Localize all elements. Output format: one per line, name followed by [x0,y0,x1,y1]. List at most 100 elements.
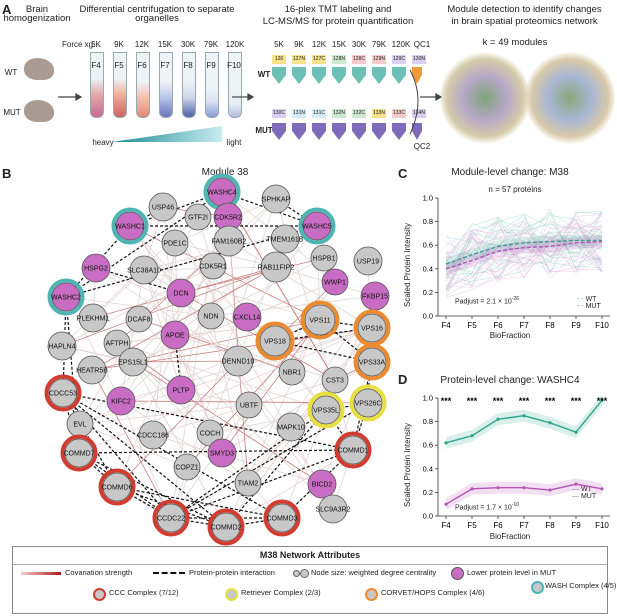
ppi-edge [116,486,227,528]
x-tick-label: F10 [595,321,609,330]
network-node: EPS15L1 [118,347,148,377]
node-circle [173,453,201,481]
complex-ring [307,391,345,429]
node-label: CXCL14 [234,315,261,322]
wt-mouse-icon [24,58,54,80]
fraction-label: F7 [160,61,170,70]
covariation-edge [132,361,323,485]
covariation-edge [225,449,354,528]
protein-trace [445,234,603,278]
covariation-edge [78,327,373,454]
force-value: 15K [157,40,173,49]
tube [136,52,150,118]
node-circle [161,229,189,257]
lower-level-swatch [451,567,464,580]
series-line-wt [445,239,602,265]
tmt-tube [352,58,366,84]
node-label: PDE1C [163,241,186,248]
node-label: CDK5R2 [214,215,242,222]
node-label: APOE [165,333,185,340]
y-tick-label: 0.2 [423,288,433,297]
ppi-edge [116,486,283,519]
node-circle [156,503,186,533]
protein-trace [445,233,603,278]
network-node: CDCC186 [137,420,169,450]
x-tick-label: F10 [595,521,609,530]
node-circle [138,420,168,450]
tmt-force-value: 30K [351,40,367,49]
network-node: USP46 [148,192,178,222]
data-point [574,482,578,486]
network-node: DCN [166,278,196,308]
network-node: PLEKHM1 [77,303,109,333]
tube [182,52,196,118]
x-tick-label: F9 [571,321,581,330]
y-tick-label: 0.6 [423,241,433,250]
legend-wash: WASH Complex (4/5) [545,581,617,590]
node-circle [118,347,148,377]
complex-ring [255,321,295,361]
node-label: HEATR5B [76,368,108,375]
tmt-tube [392,114,406,140]
network-node: NDN [197,302,225,330]
network-node: SPHKAP [261,184,291,214]
tmt-force-values: 5K 9K 12K 15K 30K 79K 120K [270,40,420,50]
tmt-force-value: 15K [331,40,347,49]
ppi-edge [78,452,227,528]
protein-trace [445,211,603,278]
panel-d-letter: D [398,372,408,387]
node-label: VPS18 [264,339,286,346]
covariation-edge [132,361,227,528]
tmt-tag: 128N [332,55,346,64]
mut-mouse-icon [24,100,54,122]
network-node: CST3 [321,366,349,394]
x-tick-label: F7 [519,521,529,530]
protein-trace [445,222,603,291]
network-node: COMMD3 [263,499,301,537]
complex-ring [111,207,149,245]
network-node: HEATR5B [76,355,108,385]
panel-c-title: Module-level change: M38 [451,167,569,178]
network-node: CDK5R1 [199,252,227,280]
complex-ring [300,300,340,340]
complex-ring [207,508,245,546]
node-size-icon [293,570,300,577]
data-point [574,430,578,434]
node-circle [304,304,336,336]
node-circle [184,203,212,231]
node-label: COMMD1 [337,448,368,455]
node-circle [115,211,145,241]
fraction-tubes: F4 F5 F6 F7 F8 F9 F10 [86,52,256,122]
legend-covariation: Covariation strength [65,568,133,577]
node-label: NDN [203,314,218,321]
node-label: HSPG2 [84,266,108,273]
data-point [470,434,474,438]
tmt-tag: 127N [292,55,306,64]
covariation-edge [79,404,250,425]
node-label: CDCC53 [49,391,77,398]
confidence-band [446,478,602,511]
node-label: VPS26C [355,401,382,408]
node-circle [321,366,349,394]
node-label: SMYD3 [210,451,234,458]
tmt-tube [372,58,386,84]
node-label: VPS16 [361,326,383,333]
node-circle [197,302,225,330]
node-label: HAPLN4 [48,344,75,351]
confidence-band [446,234,602,270]
x-tick-label: F5 [467,521,477,530]
network-node: COMMD1 [334,431,372,469]
panel-b-letter: B [2,166,12,181]
node-label: COPZ1 [175,465,198,472]
significance-marker: *** [441,396,452,406]
node-circle [310,244,338,272]
x-tick-label: F4 [441,321,451,330]
covariation-swatch [21,572,61,575]
tmt-force-value: 120K [391,40,411,49]
legend-wt-label: WT [580,486,592,493]
node-circle [302,211,332,241]
node-circle [166,375,196,405]
tmt-tag: 134N [412,109,426,118]
